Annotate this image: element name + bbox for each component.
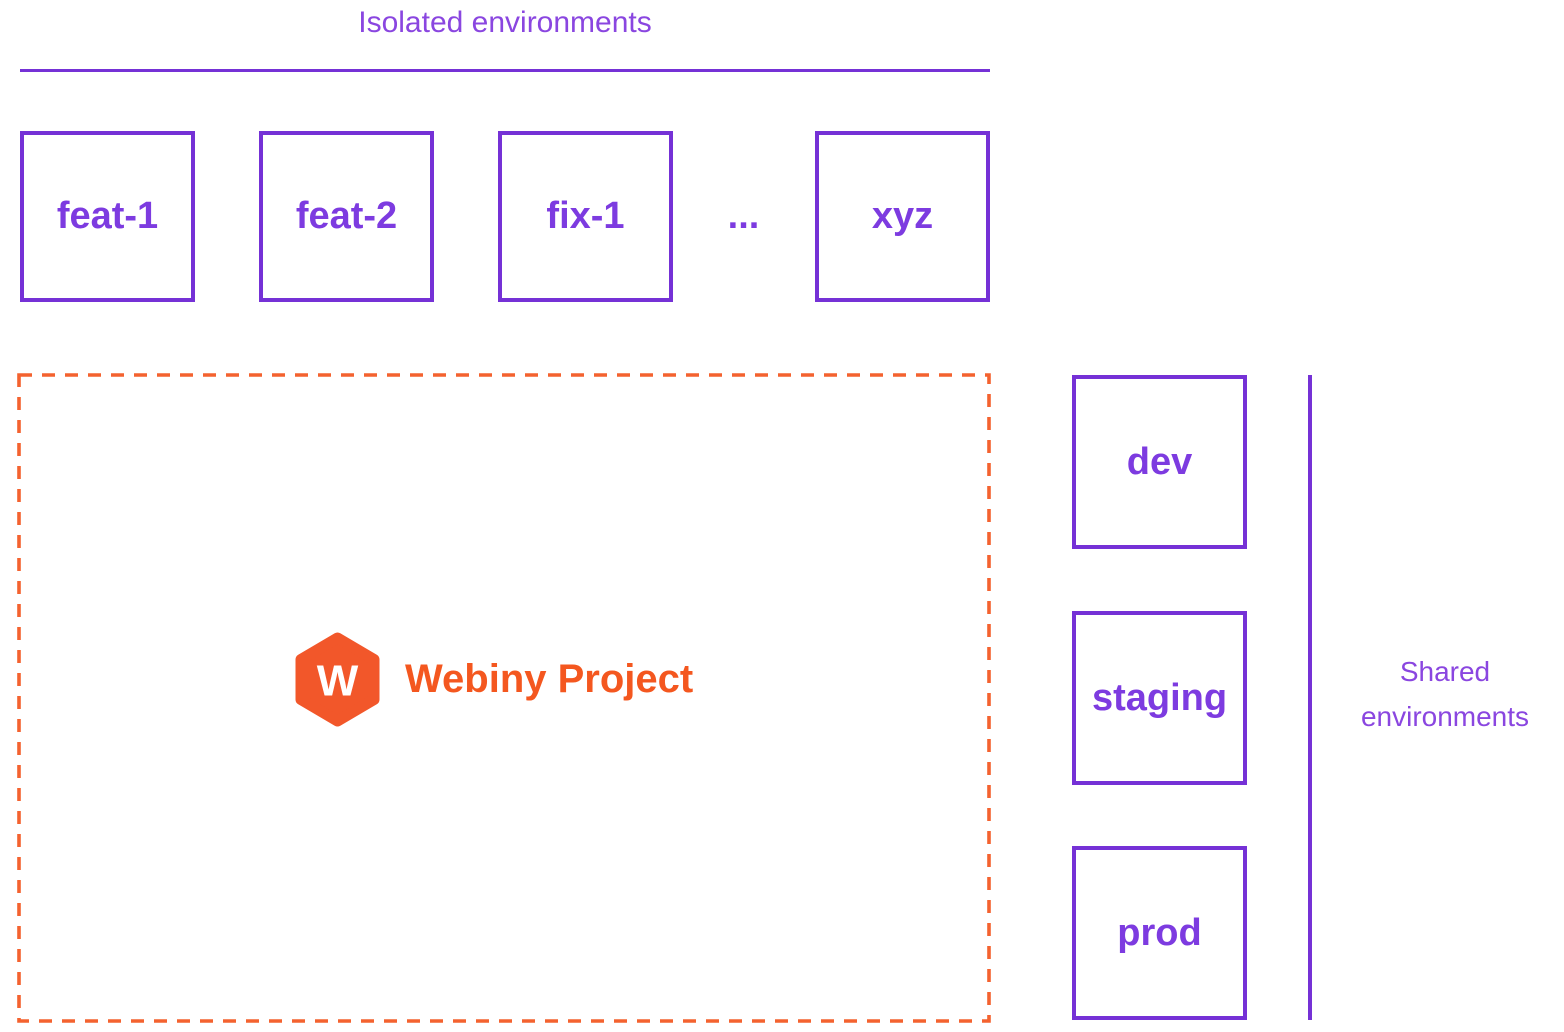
isolated-env-box-xyz: xyz xyxy=(815,131,990,302)
shared-env-box-prod: prod xyxy=(1072,846,1247,1020)
isolated-env-box-fix-1: fix-1 xyxy=(498,131,673,302)
env-box-label: xyz xyxy=(871,195,934,237)
shared-env-box-dev: dev xyxy=(1072,375,1247,549)
webiny-project-group: W Webiny Project xyxy=(295,632,693,727)
webiny-logo-letter: W xyxy=(317,657,359,706)
webiny-logo-icon: W xyxy=(295,632,380,727)
env-box-label: dev xyxy=(1126,440,1193,483)
env-box-label: feat-2 xyxy=(295,195,398,237)
more-environments-ellipsis: ... xyxy=(727,195,760,237)
isolated-environments-underline xyxy=(20,69,990,72)
isolated-environments-title: Isolated environments xyxy=(358,6,652,39)
webiny-project-label: Webiny Project xyxy=(405,657,694,701)
webiny-project-dashed-border xyxy=(17,373,991,1023)
env-box-label: fix-1 xyxy=(546,195,625,237)
isolated-env-box-feat-2: feat-2 xyxy=(259,131,434,302)
env-box-label: feat-1 xyxy=(56,195,159,237)
env-box-label: staging xyxy=(1091,676,1228,719)
isolated-env-box-feat-1: feat-1 xyxy=(20,131,195,302)
shared-environments-divider xyxy=(1308,375,1312,1020)
shared-environments-title: Shared environments xyxy=(1360,656,1530,732)
shared-env-box-staging: staging xyxy=(1072,611,1247,785)
env-box-label: prod xyxy=(1117,911,1202,954)
